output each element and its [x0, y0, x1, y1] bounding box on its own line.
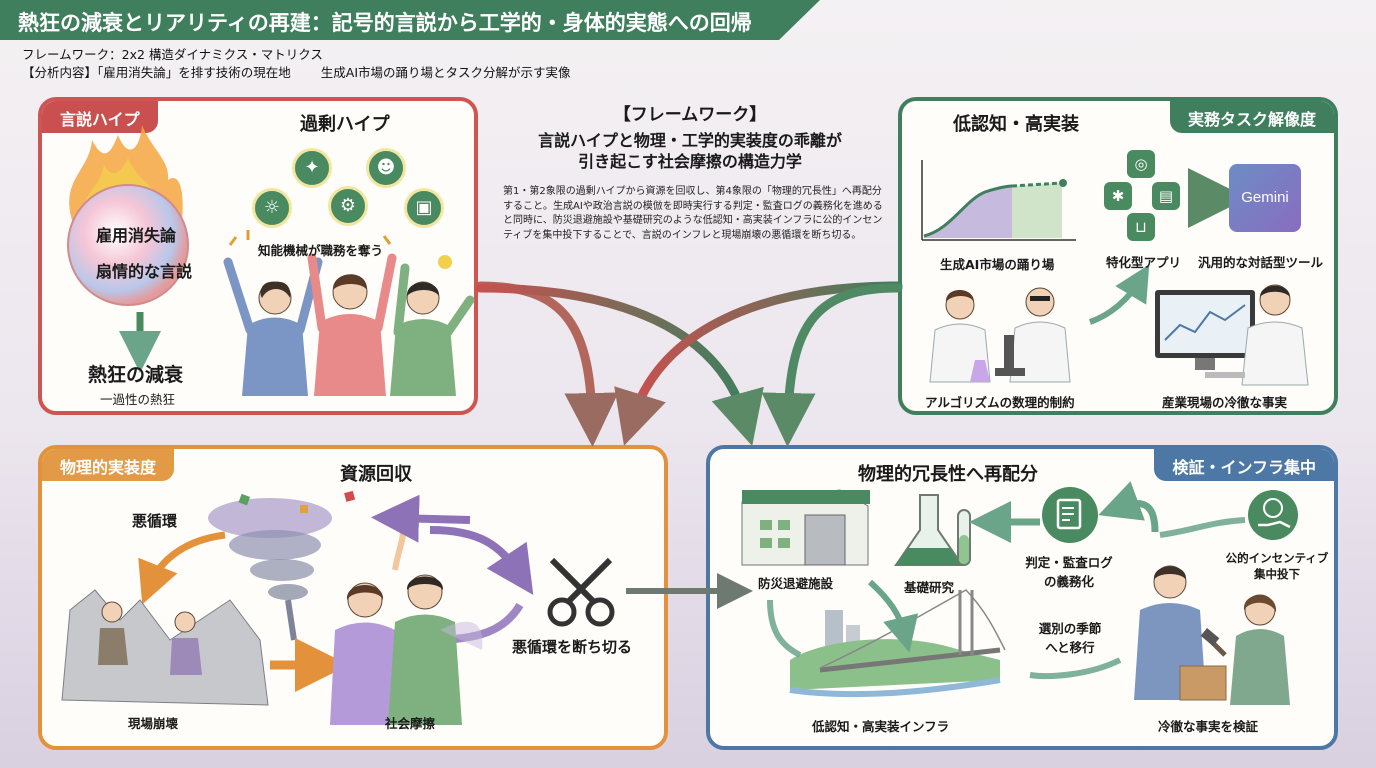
- flow-arrows: [475, 281, 903, 447]
- verify-title: 物理的冗長性へ再配分: [858, 464, 1038, 485]
- framework-title: 【フレームワーク】 言説ハイプと物理・工学的実装度の乖離が 引き起こす社会摩擦の…: [490, 105, 890, 172]
- page-title: 熱狂の減衰とリアリティの再建：記号的言説から工学的・身体的実態への回帰: [0, 0, 820, 40]
- incentive-icon: [1248, 490, 1298, 540]
- task-tab: 実務タスク解像度: [1169, 101, 1334, 133]
- hype-tab: 言説ハイプ: [42, 101, 158, 133]
- fire-bubble: [67, 125, 189, 306]
- verify-label: 冷徹な事実を検証: [1158, 719, 1259, 734]
- season-label: 選別の季節 へと移行: [1020, 618, 1120, 656]
- analysis-line-1: 【分析内容】「雇用消失論」を排す技術の現在地: [22, 65, 291, 80]
- tool-caption: 汎用的な対話型ツール: [1198, 255, 1324, 270]
- arrow-hype-to-resource: [475, 281, 619, 447]
- collapse-label: 現場崩壊: [128, 716, 179, 731]
- incentive-label: 公的インセンティブ 集中投下: [1218, 550, 1336, 582]
- crowd-caption: 知能機械が職務を奪う: [258, 243, 384, 258]
- brain-app-icon: ✱: [1104, 182, 1132, 210]
- analysis-line-2: 生成AI市場の踊り場とタスク分解が示す実像: [320, 65, 571, 80]
- rubble-illustration: [61, 589, 269, 706]
- monitor-icon: ▣: [404, 188, 444, 228]
- crowd-illustration: [223, 230, 475, 396]
- audit-label: 判定・監査ログ の義務化: [1014, 552, 1124, 590]
- audit-label-2: の義務化: [1043, 574, 1094, 589]
- analysis-line: 【分析内容】「雇用消失論」を排す技術の現在地 生成AI市場の踊り場とタスク分解が示…: [22, 62, 571, 81]
- flask-icon: [894, 494, 971, 566]
- audit-icon: [1042, 487, 1098, 543]
- framework-title-line2: 引き起こす社会摩擦の構造力学: [578, 152, 802, 171]
- cut-label: 悪循環を断ち切る: [512, 638, 633, 656]
- incentive-label-1: 公的インセンティブ: [1225, 551, 1329, 565]
- chart-caption: 生成AI市場の踊り場: [940, 257, 1055, 272]
- vicious-left-arrow: [138, 531, 226, 605]
- lab-illustration: [929, 287, 1071, 383]
- bridge-illustration: [789, 589, 1006, 698]
- resource-to-cut-arrow: [429, 526, 534, 595]
- facility-label: 防災退避施設: [758, 576, 834, 591]
- workers-illustration: [1134, 565, 1290, 705]
- research-label: 基礎研究: [904, 580, 955, 595]
- bubble-line-2: 扇情的な言説: [96, 262, 193, 281]
- brain-icon: ✦: [292, 148, 332, 188]
- gear-icon: ⚙: [328, 186, 368, 226]
- verify-to-audit-arrow: [1098, 481, 1159, 533]
- vicious-label: 悪循環: [132, 512, 178, 530]
- market-plateau-chart: [921, 160, 1076, 241]
- arrow-hype-to-redundancy: [475, 283, 764, 447]
- decline-sub: 一過性の熱狂: [100, 392, 176, 407]
- friction-illustration: [330, 574, 483, 725]
- infra-label: 低認知・高実装インフラ: [812, 719, 950, 734]
- bubble-line-1: 雇用消失論: [96, 226, 177, 245]
- arrow-task-to-redundancy: [761, 283, 903, 447]
- hype-title: 過剰ハイプ: [300, 114, 390, 135]
- chat-icon: ▤: [1152, 182, 1180, 210]
- globe-icon: ◎: [1127, 150, 1155, 178]
- facility-to-infra-arrow: [867, 579, 919, 653]
- apps-caption: 特化型アプリ: [1106, 255, 1182, 270]
- phys-title: 資源回収: [340, 464, 412, 485]
- bulb-icon: [438, 255, 452, 269]
- lab-to-apps-arrow: [1088, 264, 1150, 325]
- framework-title-line1: 言説ハイプと物理・工学的実装度の乖離が: [538, 131, 842, 150]
- cut-to-tornado-arrow: [371, 494, 471, 543]
- verify-tab: 検証・インフラ集中: [1154, 449, 1334, 481]
- head-gear-icon: ☻: [366, 148, 406, 188]
- tornado-illustration: [208, 490, 356, 641]
- framework-line: フレームワーク：2x2 構造ダイナミクス・マトリクス: [22, 47, 323, 62]
- gemini-logo: Gemini: [1229, 164, 1301, 232]
- idea-icon: ☼: [252, 188, 292, 228]
- incentive-label-2: 集中投下: [1254, 567, 1300, 581]
- office-caption: 産業現場の冷徹な事実: [1162, 395, 1288, 410]
- framework-heading: 【フレームワーク】: [613, 105, 767, 125]
- task-title: 低認知・高実装: [953, 114, 1079, 135]
- cart-icon: ⊔: [1127, 213, 1155, 241]
- office-illustration: [1155, 284, 1309, 386]
- phys-tab: 物理的実装度: [42, 449, 175, 481]
- audit-label-1: 判定・監査ログ: [1025, 555, 1113, 570]
- framework-description: 第1・第2象限の過剰ハイプから資源を回収し、第4象限の「物理的冗長性」へ再配分す…: [503, 186, 883, 241]
- facility-illustration: [741, 489, 870, 566]
- season-label-2: へと移行: [1045, 640, 1095, 655]
- scissors-icon: [547, 557, 615, 627]
- decline-label: 熱狂の減衰: [88, 364, 184, 386]
- season-label-1: 選別の季節: [1038, 621, 1102, 636]
- friction-label: 社会摩擦: [385, 716, 436, 731]
- arrow-task-to-resource: [614, 281, 903, 446]
- lab-caption: アルゴリズムの数理的制約: [925, 395, 1075, 410]
